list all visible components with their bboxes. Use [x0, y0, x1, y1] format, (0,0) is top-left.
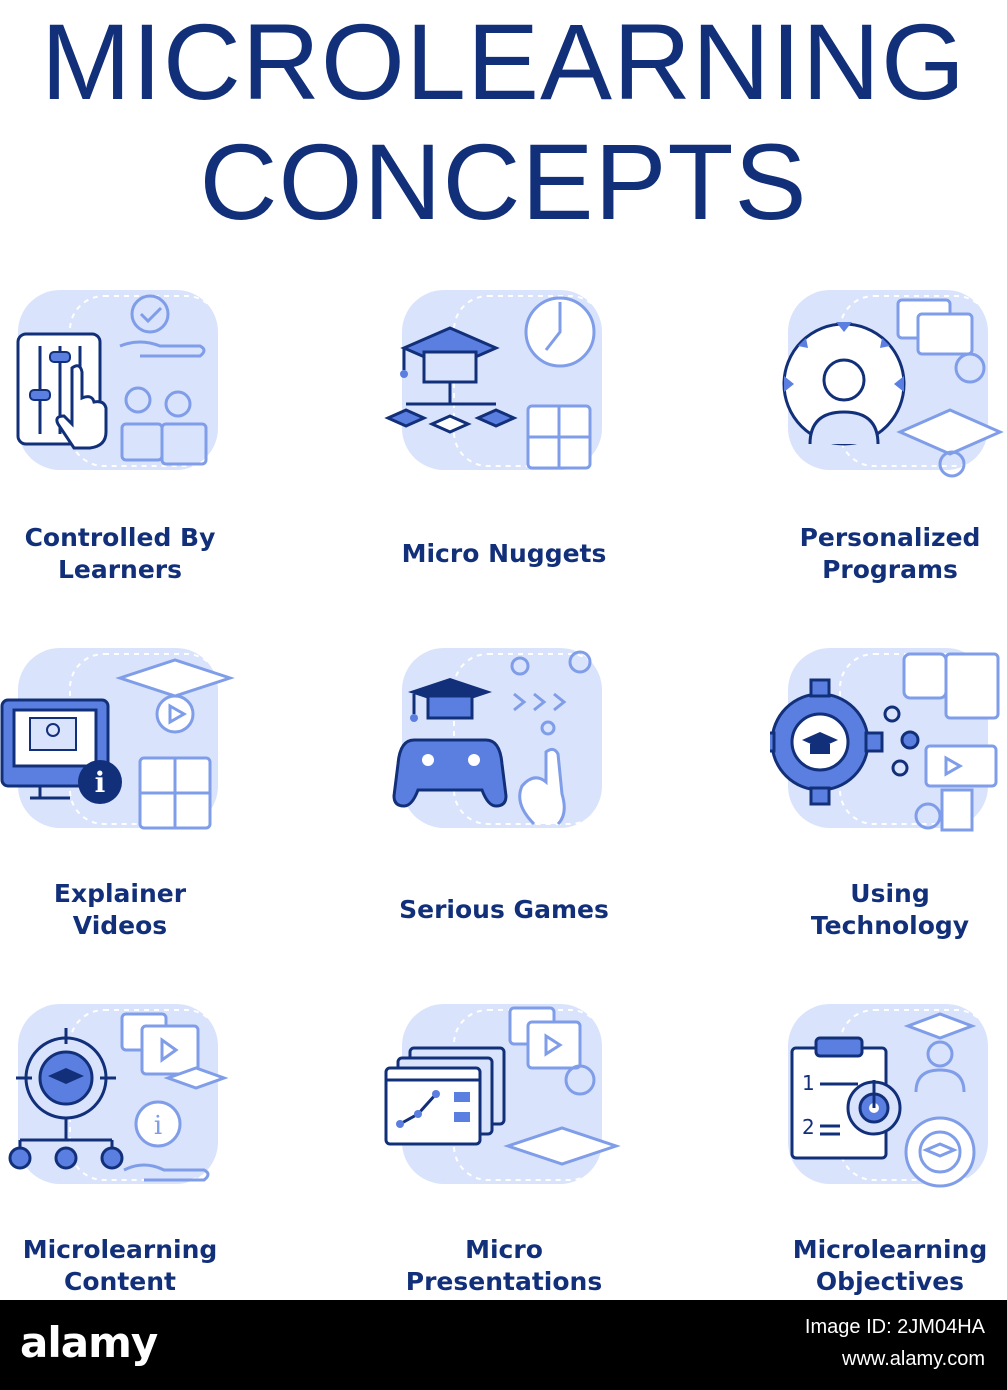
site-url: www.alamy.com — [842, 1348, 985, 1370]
page-title-line-2: CONCEPTS — [199, 121, 808, 242]
micro-nuggets-icon — [384, 290, 605, 470]
svg-text:2: 2 — [802, 1115, 815, 1139]
concept-label: Micro Nuggets — [401, 539, 607, 568]
image-id-label: Image ID: 2JM04HA — [804, 1316, 985, 1338]
microlearning-content-icon: i — [8, 1004, 229, 1184]
explainer-videos-icon: i — [0, 648, 235, 830]
learner-control-icon — [16, 290, 221, 470]
svg-text:1: 1 — [802, 1071, 815, 1095]
concept-label: Serious Games — [399, 895, 609, 924]
microlearning-objectives-icon: 1 2 — [788, 1004, 991, 1188]
svg-text:i: i — [95, 766, 106, 799]
using-technology-icon — [770, 648, 1000, 832]
brand-logo: alamy — [20, 1318, 158, 1367]
micro-presentations-icon — [384, 1004, 621, 1184]
svg-text:i: i — [154, 1111, 162, 1141]
page-title-line-1: MICROLEARNING — [40, 1, 967, 122]
serious-games-icon — [392, 648, 605, 828]
personalized-programs-icon — [782, 290, 1004, 478]
watermark-footer: alamy Image ID: 2JM04HA www.alamy.com — [0, 1300, 1007, 1390]
